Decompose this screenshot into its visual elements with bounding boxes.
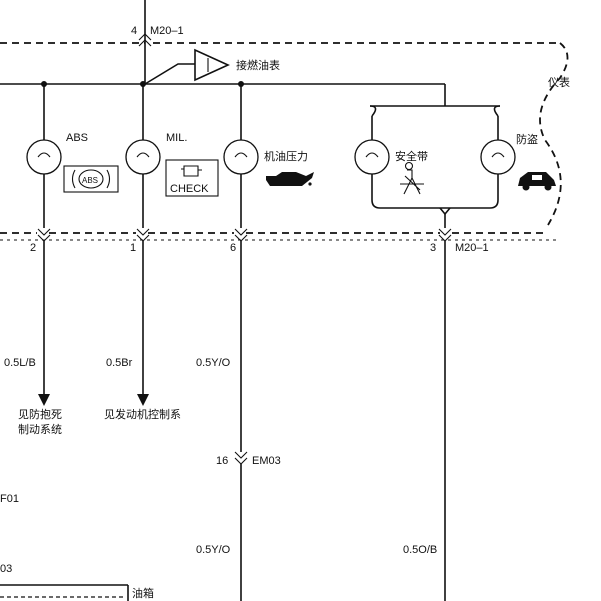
abs-symbol-text: ABS — [82, 176, 98, 185]
left-connector-f01: F01 — [0, 493, 19, 505]
oil-can-icon — [266, 172, 314, 186]
engine-icon — [181, 165, 202, 177]
seatbelt-theft-circuit — [354, 116, 556, 601]
top-connector — [138, 0, 152, 84]
oil-wire-top-label: 0.5Y/O — [196, 357, 231, 369]
fuel-gauge-label: 接燃油表 — [236, 58, 280, 72]
power-bus — [0, 81, 501, 117]
fuel-tank-label: 油箱 — [132, 586, 154, 600]
mil-pin: 1 — [130, 242, 136, 254]
bottom-connector-name: M20–1 — [455, 242, 489, 254]
top-connector-name: M20–1 — [150, 25, 184, 37]
oil-pin: 6 — [230, 242, 236, 254]
fuel-tank-box — [0, 584, 129, 601]
abs-ref-line2: 制动系统 — [18, 423, 62, 436]
oil-wire-bottom-label: 0.5Y/O — [196, 544, 231, 556]
seatbelt-lamp-icon — [354, 139, 390, 175]
seatbelt-lamp-label: 安全带 — [395, 149, 428, 163]
abs-lamp-circuit — [26, 84, 119, 406]
em-connector-name: EM03 — [252, 455, 281, 467]
seatbelt-icon — [400, 169, 424, 195]
abs-wire-label: 0.5L/B — [4, 357, 36, 369]
oil-lamp-label: 机油压力 — [264, 149, 308, 163]
mil-wire-label: 0.5Br — [106, 357, 133, 369]
mil-lamp-circuit — [125, 84, 219, 406]
theft-lamp-icon — [480, 139, 516, 175]
abs-ref-line1: 见防抱死 — [18, 407, 62, 421]
theft-lamp-label: 防盗 — [516, 132, 538, 146]
right-wire-label: 0.5O/B — [403, 544, 437, 556]
oil-lamp-icon — [223, 139, 259, 175]
abs-lamp-label: ABS — [66, 132, 88, 144]
right-pin: 3 — [430, 242, 436, 254]
left-connector-03: 03 — [0, 563, 12, 575]
check-text: CHECK — [170, 183, 209, 195]
abs-symbol-icon — [78, 169, 104, 189]
mil-ref-label: 见发动机控制系 — [104, 407, 181, 421]
fuel-gauge-branch — [144, 48, 230, 85]
top-connector-pin: 4 — [131, 25, 137, 37]
abs-lamp-icon — [26, 139, 62, 175]
em-connector-pin: 16 — [216, 455, 228, 467]
oil-lamp-circuit — [223, 84, 314, 601]
cluster-label: 仪表 — [548, 75, 570, 89]
mil-lamp-label: MIL. — [166, 132, 187, 144]
abs-pin: 2 — [30, 242, 36, 254]
cluster-boundary — [0, 42, 569, 241]
mil-lamp-icon — [125, 139, 161, 175]
